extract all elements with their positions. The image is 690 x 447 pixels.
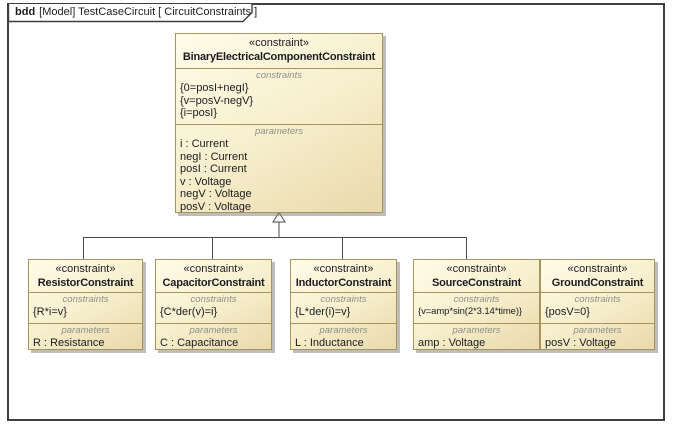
parameter-item: negV : Voltage (180, 188, 252, 201)
compartment-label-constraints: constraints (320, 294, 367, 305)
compartment-label-constraints: constraints (574, 294, 621, 305)
block-stereotype: «constraint» (55, 263, 116, 275)
block-name: SourceConstraint (431, 277, 522, 289)
parameter-item: R : Resistance (33, 337, 105, 349)
constraints-compartment: constraints {0=posI+negI} {v=posV-negV} … (176, 68, 382, 124)
compartment-label-constraints: constraints (256, 70, 302, 81)
diagram-frame (7, 3, 665, 421)
parameters-compartment: parameters amp : Voltage (414, 323, 539, 349)
constraint-block-binary-electrical-component[interactable]: «constraint» BinaryElectricalComponentCo… (175, 33, 383, 213)
parameter-item: negI : Current (180, 150, 248, 163)
constraints-compartment: constraints {posV=0} (541, 292, 654, 323)
constraints-compartment: constraints {C*der(v)=i} (156, 292, 271, 323)
constraints-compartment: constraints {L*der(i)=v} (291, 292, 396, 323)
block-name: ResistorConstraint (37, 277, 134, 289)
constraint-block-inductor[interactable]: «constraint» InductorConstraint constrai… (290, 259, 397, 350)
parameter-item: C : Capacitance (160, 337, 239, 349)
block-stereotype: «constraint» (446, 263, 507, 275)
compartment-label-parameters: parameters (61, 325, 110, 336)
block-header: «constraint» CapacitorConstraint (156, 260, 271, 292)
constraint-expression: {v=amp*sin(2*3.14*time)} (418, 306, 523, 317)
block-header: «constraint» SourceConstraint (414, 260, 539, 292)
constraints-compartment: constraints {v=amp*sin(2*3.14*time)} (414, 292, 539, 323)
compartment-label-constraints: constraints (453, 294, 500, 305)
block-stereotype: «constraint» (313, 263, 374, 275)
constraint-expression: {posV=0} (545, 306, 590, 318)
compartment-label-parameters: parameters (452, 325, 501, 336)
parameter-item: posV : Voltage (180, 200, 251, 212)
compartment-label-parameters: parameters (254, 126, 304, 137)
constraints-compartment: constraints {R*i=v} (29, 292, 142, 323)
constraint-expression: {L*der(i)=v} (295, 306, 351, 318)
constraint-expression: {R*i=v} (33, 306, 67, 318)
compartment-label-parameters: parameters (189, 325, 238, 336)
block-name: CapacitorConstraint (162, 277, 265, 289)
block-stereotype: «constraint» (249, 37, 309, 49)
block-stereotype: «constraint» (567, 263, 628, 275)
parameter-item: amp : Voltage (418, 337, 486, 349)
constraint-expression: {C*der(v)=i} (160, 306, 218, 318)
compartment-label-constraints: constraints (190, 294, 237, 305)
block-header: «constraint» BinaryElectricalComponentCo… (176, 34, 382, 68)
parameters-compartment: parameters posV : Voltage (541, 323, 654, 349)
constraint-expression: {0=posI+negI} (180, 82, 249, 94)
block-stereotype: «constraint» (183, 263, 244, 275)
compartment-label-constraints: constraints (62, 294, 109, 305)
diagram-tab: bdd[Model] TestCaseCircuit [ CircuitCons… (15, 6, 257, 18)
parameters-compartment: parameters L : Inductance (291, 323, 396, 349)
parameters-compartment: parameters C : Capacitance (156, 323, 271, 349)
constraint-block-resistor[interactable]: «constraint» ResistorConstraint constrai… (28, 259, 143, 350)
constraint-block-capacitor[interactable]: «constraint» CapacitorConstraint constra… (155, 259, 272, 350)
block-header: «constraint» ResistorConstraint (29, 260, 142, 292)
parameter-item: L : Inductance (295, 337, 364, 349)
block-header: «constraint» InductorConstraint (291, 260, 396, 292)
block-name: InductorConstraint (295, 277, 392, 289)
parameter-item: posI : Current (180, 163, 247, 176)
compartment-label-parameters: parameters (319, 325, 368, 336)
block-name: BinaryElectricalComponentConstraint (182, 51, 376, 63)
constraint-expression: {i=posI} (180, 107, 218, 120)
constraint-expression: {v=posV-negV} (180, 94, 254, 107)
parameters-compartment: parameters R : Resistance (29, 323, 142, 349)
constraint-block-ground[interactable]: «constraint» GroundConstraint constraint… (540, 259, 655, 350)
block-name: GroundConstraint (551, 277, 644, 289)
parameter-item: posV : Voltage (545, 337, 616, 349)
block-header: «constraint» GroundConstraint (541, 260, 654, 292)
diagram-title: [Model] TestCaseCircuit [ CircuitConstra… (39, 6, 258, 18)
diagram-kind-label: bdd (15, 6, 36, 18)
compartment-label-parameters: parameters (573, 325, 622, 336)
parameters-compartment: parameters i : Current negI : Current po… (176, 124, 382, 212)
parameter-item: i : Current (180, 138, 229, 150)
parameter-item: v : Voltage (180, 175, 232, 188)
constraint-block-source[interactable]: «constraint» SourceConstraint constraint… (413, 259, 540, 350)
